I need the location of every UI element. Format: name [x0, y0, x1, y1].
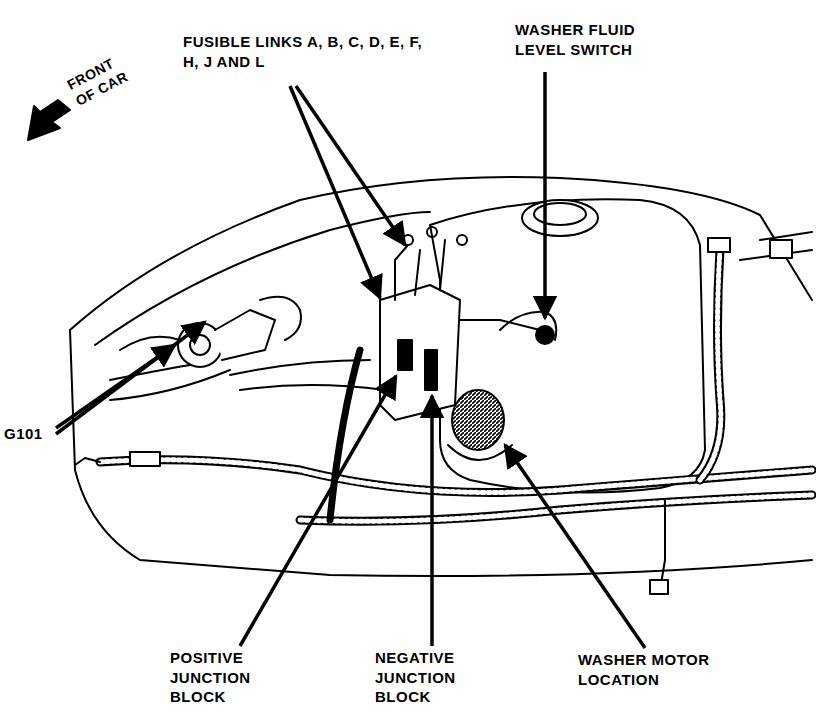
- leader-line: [430, 396, 434, 646]
- terminal: [427, 227, 437, 237]
- callout-label: FUSIBLE LINKS A, B, C, D, E, F, H, J AND…: [183, 32, 433, 71]
- washer-reservoir: [430, 199, 705, 492]
- leader-line: [296, 86, 405, 245]
- callout-label-box: WASHER MOTOR LOCATION: [578, 650, 748, 689]
- callout-label: NEGATIVE JUNCTION BLOCK: [375, 648, 485, 707]
- terminal: [457, 235, 467, 245]
- callout-label: POSITIVE JUNCTION BLOCK: [170, 648, 280, 707]
- body-outline: [740, 232, 812, 260]
- callout-label: WASHER FLUID LEVEL SWITCH: [515, 20, 665, 59]
- callout-label: G101: [4, 424, 64, 444]
- callout-label-box: NEGATIVE JUNCTION BLOCK: [375, 648, 485, 707]
- callout-label-box: FRONT OF CAR: [64, 44, 145, 110]
- connector: [650, 580, 668, 594]
- callout-label-box: POSITIVE JUNCTION BLOCK: [170, 648, 280, 707]
- leader-line: [56, 322, 205, 434]
- positive-junction-block: [398, 340, 412, 370]
- wire: [75, 458, 100, 465]
- callout-label-box: WASHER FLUID LEVEL SWITCH: [515, 20, 665, 59]
- washer-motor-base: [448, 445, 512, 460]
- washer-motor: [452, 390, 504, 450]
- component: [190, 335, 210, 355]
- wire-harness: [700, 250, 721, 480]
- filler-neck: [522, 200, 598, 236]
- leader-line: [290, 86, 380, 298]
- leader-lines: [56, 72, 645, 648]
- wire-harness: [700, 250, 721, 480]
- wire: [260, 297, 301, 340]
- callout-label-box: FUSIBLE LINKS A, B, C, D, E, F, H, J AND…: [183, 32, 433, 71]
- wire: [660, 500, 665, 590]
- direction-arrow: [28, 100, 70, 140]
- wire-harness: [330, 350, 360, 520]
- leader-line: [543, 72, 547, 318]
- connector: [708, 238, 730, 252]
- connector: [130, 452, 160, 466]
- leader-line: [240, 376, 396, 646]
- callout-label-box: G101: [4, 424, 64, 444]
- level-switch: [536, 326, 554, 344]
- callout-label: FRONT OF CAR: [64, 44, 145, 110]
- wire: [110, 337, 385, 400]
- callout-label: WASHER MOTOR LOCATION: [578, 650, 748, 689]
- connector: [770, 240, 792, 258]
- negative-junction-block: [425, 350, 437, 390]
- junction-block: [380, 285, 460, 420]
- line-art: [28, 100, 812, 594]
- filler-neck: [534, 203, 586, 225]
- leader-line: [505, 445, 645, 648]
- component: [215, 310, 275, 360]
